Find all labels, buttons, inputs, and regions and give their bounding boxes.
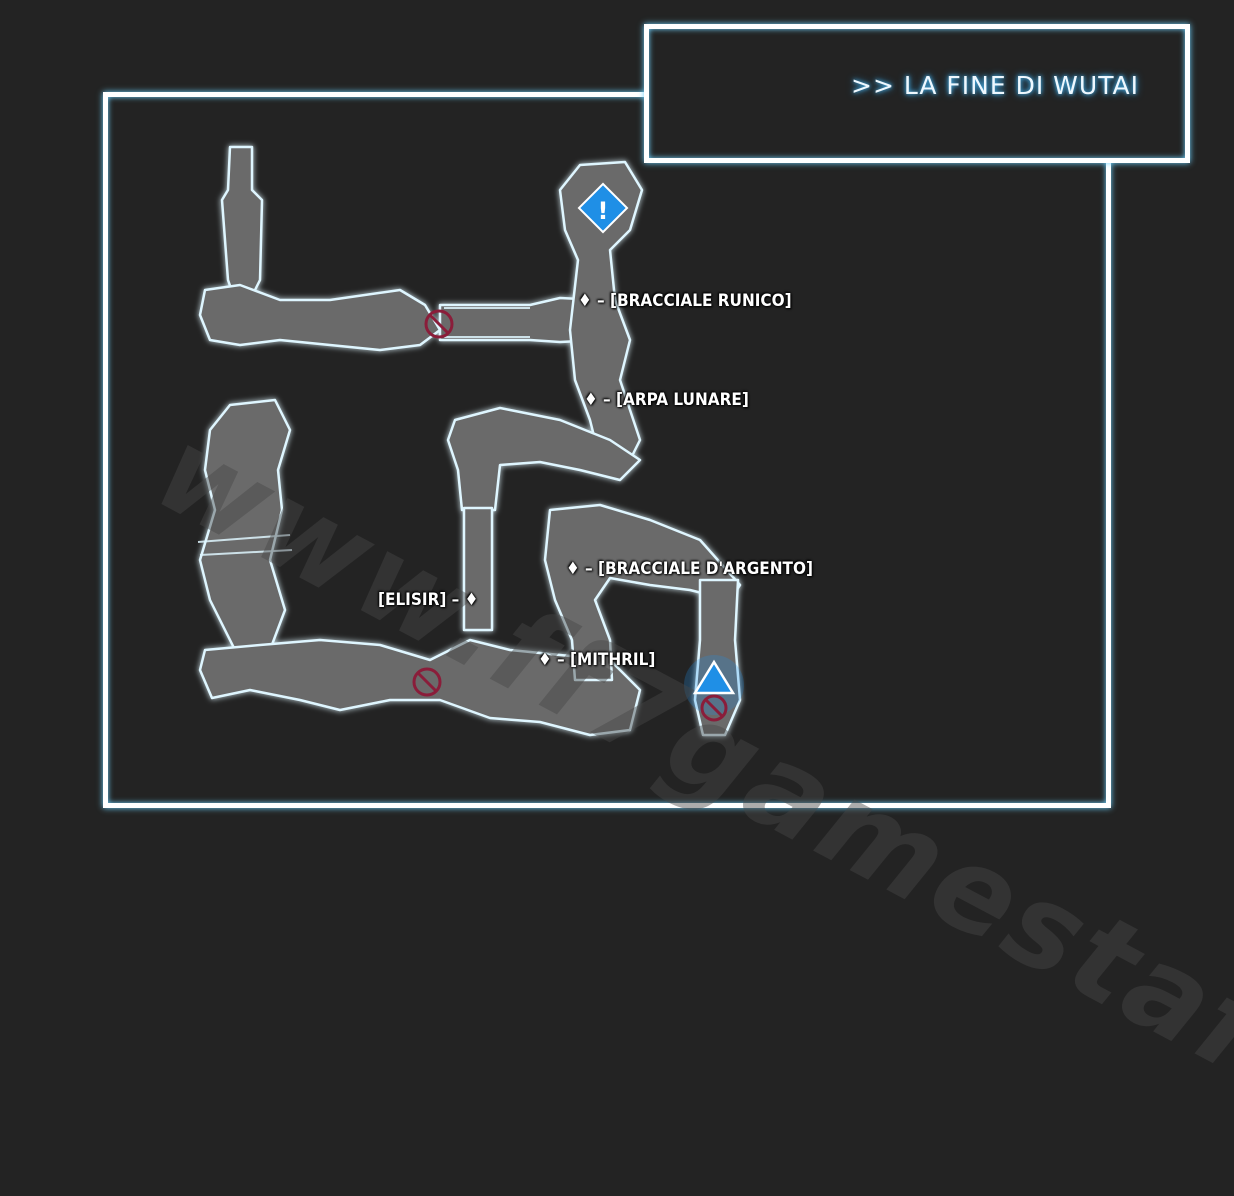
label-bracciale-argento: ♦ – [BRACCIALE D'ARGENTO] xyxy=(566,559,813,579)
no-entry-icon xyxy=(412,667,442,697)
map-title: >> LA FINE DI WUTAI xyxy=(851,71,1139,100)
corridor-bottom-horizontal xyxy=(198,638,642,737)
cave-map: ! xyxy=(197,145,744,737)
label-bracciale-runico: ♦ – [BRACCIALE RUNICO] xyxy=(578,291,792,311)
corridor-top-left-vertical xyxy=(220,145,264,302)
exclamation-diamond-icon: ! xyxy=(577,182,629,234)
label-mithril: ♦ – [MITHRIL] xyxy=(538,650,656,670)
corridor-right-descent xyxy=(693,578,742,737)
label-arpa-lunare: ♦ – [ARPA LUNARE] xyxy=(584,390,749,410)
corridor-top-left-horizontal xyxy=(198,283,442,352)
corridor-top-right-vertical xyxy=(558,160,644,462)
no-entry-icon xyxy=(700,694,728,722)
title-box: >> LA FINE DI WUTAI xyxy=(644,24,1190,163)
corridors xyxy=(198,145,742,737)
corridor-middle-loop xyxy=(446,406,642,512)
triangle-icon xyxy=(684,655,744,715)
cross-lines xyxy=(197,307,530,556)
svg-text:!: ! xyxy=(598,197,609,225)
label-elisir: [ELISIR] – ♦ xyxy=(378,590,479,610)
no-entry-icon xyxy=(424,309,454,339)
corridor-right-loop xyxy=(543,503,742,682)
corridor-middle-bridge xyxy=(462,506,494,632)
